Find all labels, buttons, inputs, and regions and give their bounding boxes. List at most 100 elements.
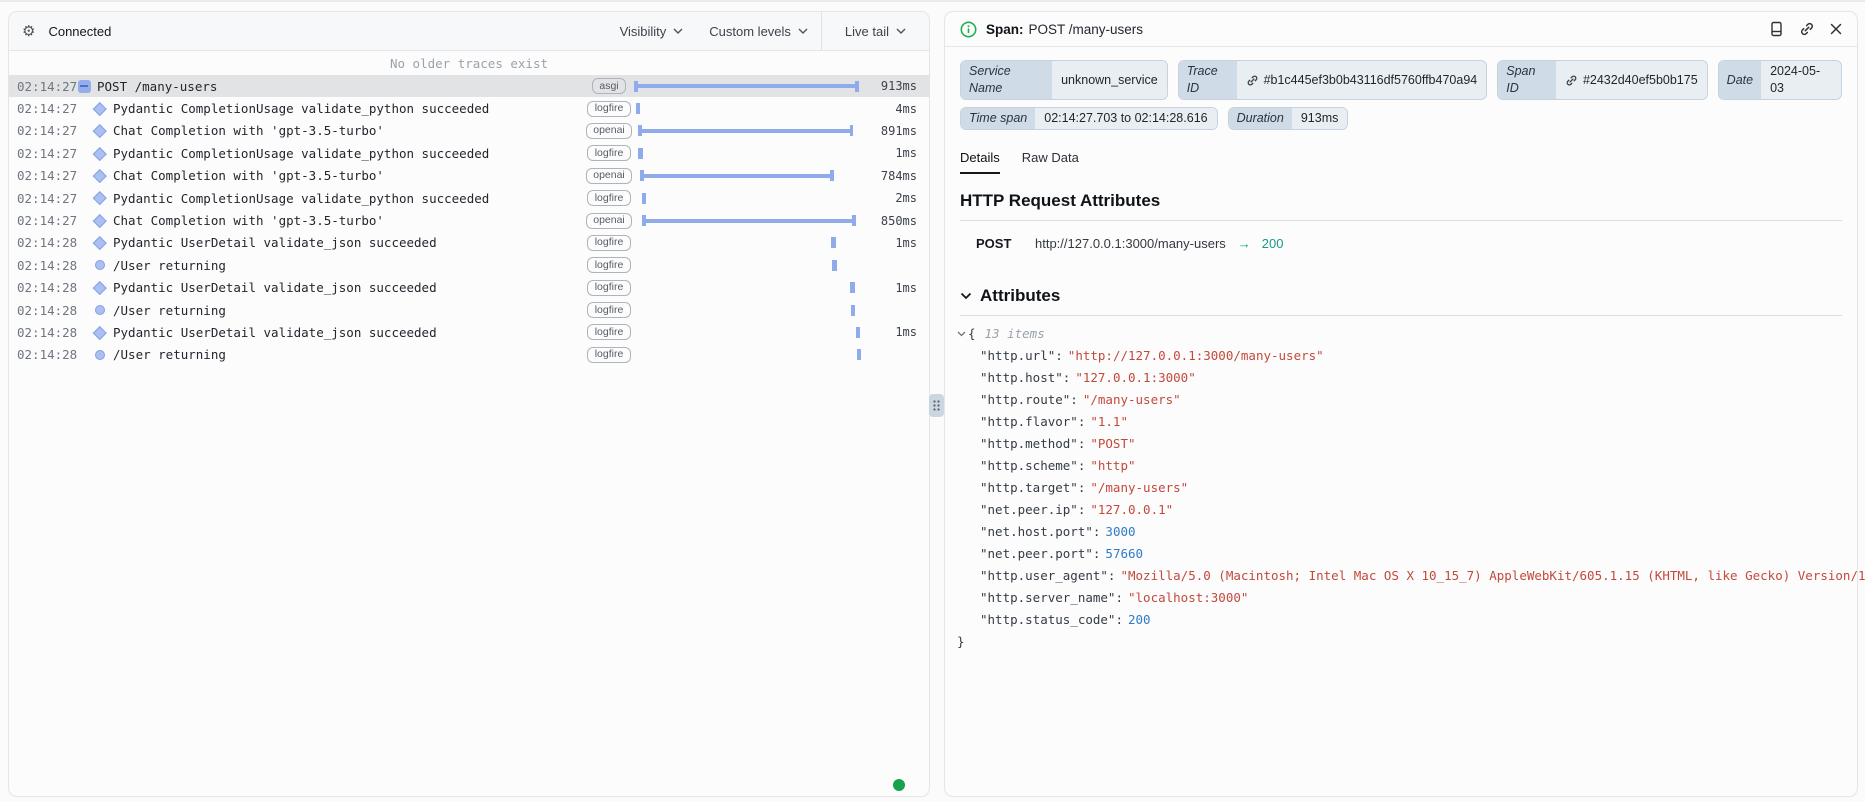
copy-link-icon[interactable] [1799, 21, 1815, 37]
duration-badge: Duration 913ms [1227, 107, 1349, 130]
duration-bar-track [635, 209, 859, 231]
attr-key: "http.host": [980, 370, 1071, 385]
connection-status: Connected [48, 23, 112, 39]
duration-label: 850ms [880, 213, 917, 228]
duration-label: 784ms [880, 168, 917, 183]
trace-list-panel: ⚙ Connected Visibility Custom levels Liv… [8, 11, 930, 797]
tab-raw-data[interactable]: Raw Data [1021, 150, 1079, 165]
scope-tag: openai [585, 122, 633, 139]
chevron-down-icon [960, 292, 972, 300]
badge-value: 02:14:27.703 to 02:14:28.616 [1044, 111, 1208, 125]
custom-levels-dropdown[interactable]: Custom levels [696, 24, 821, 39]
attr-value: "http" [1090, 458, 1136, 473]
trace-timestamp: 02:14:28 [17, 280, 78, 296]
duration-bar-track [634, 75, 859, 97]
attr-value: "127.0.0.1" [1090, 502, 1174, 517]
span-meta-badges: Service Name unknown_service Trace ID #b… [945, 47, 1857, 130]
duration-bar-track [635, 277, 859, 299]
trace-timestamp: 02:14:27 [17, 123, 78, 139]
trace-label: /User returning [113, 302, 226, 318]
custom-levels-label: Custom levels [709, 23, 791, 39]
trace-row[interactable]: 02:14:28 /User returning logfire [9, 344, 929, 366]
badge-value: unknown_service [1061, 72, 1158, 87]
attribute-line: "http.route":"/many-users" [957, 389, 1842, 411]
trace-timestamp: 02:14:27 [17, 213, 78, 229]
close-brace: } [957, 634, 965, 649]
trace-row[interactable]: 02:14:28 Pydantic UserDetail validate_js… [9, 321, 929, 343]
items-count: 13 items [984, 326, 1045, 341]
duration-label: 891ms [880, 123, 917, 138]
panel-resize-handle[interactable] [929, 394, 944, 417]
badge-value: 913ms [1300, 111, 1339, 125]
attr-key: "http.user_agent": [980, 568, 1116, 583]
close-icon[interactable] [1830, 23, 1842, 35]
span-title: POST /many-users [1028, 21, 1144, 37]
scope-tag: logfire [587, 302, 631, 319]
attr-value: "/many-users" [1090, 480, 1189, 495]
span-id-badge: Span ID #2432d40ef5b0b175 [1497, 60, 1708, 100]
attr-key: "net.peer.ip": [980, 502, 1086, 517]
attribute-line: "http.scheme":"http" [957, 455, 1842, 477]
trace-row[interactable]: 02:14:27 Chat Completion with 'gpt-3.5-t… [9, 209, 929, 231]
grip-dots-icon [933, 400, 940, 411]
collapse-json-icon[interactable] [957, 331, 966, 337]
attr-key: "http.status_code": [980, 612, 1123, 627]
scope-tag: logfire [587, 346, 631, 363]
trace-row[interactable]: 02:14:27 Chat Completion with 'gpt-3.5-t… [9, 120, 929, 142]
trace-row[interactable]: 02:14:27 Chat Completion with 'gpt-3.5-t… [9, 165, 929, 187]
duration-label: 4ms [895, 101, 917, 116]
span-kind-icon [91, 165, 109, 187]
trace-label: Chat Completion with 'gpt-3.5-turbo' [113, 168, 384, 184]
trace-label: /User returning [113, 257, 226, 273]
trace-row[interactable]: 02:14:28 Pydantic UserDetail validate_js… [9, 277, 929, 299]
scope-tag: openai [585, 167, 633, 184]
attribute-line: "http.host": "127.0.0.1:3000" [957, 367, 1842, 389]
duration-bar-track [635, 232, 859, 254]
trace-row[interactable]: 02:14:27 Pydantic CompletionUsage valida… [9, 142, 929, 164]
log-kind-icon [91, 254, 109, 276]
tab-details[interactable]: Details [960, 150, 1000, 174]
scope-tag: logfire [587, 234, 631, 251]
visibility-dropdown[interactable]: Visibility [607, 24, 697, 39]
trace-row[interactable]: 02:14:28 /User returning logfire [9, 254, 929, 276]
trace-row[interactable]: 02:14:27 POST /many-users asgi 913ms [9, 75, 929, 98]
http-request-attributes-heading: HTTP Request Attributes [960, 191, 1161, 210]
duration-label: 1ms [895, 235, 917, 250]
live-tail-dropdown[interactable]: Live tail [820, 12, 929, 50]
details-tabs: Details Raw Data [945, 137, 1857, 174]
trace-row[interactable]: 02:14:28 Pydantic UserDetail validate_js… [9, 232, 929, 254]
badge-label: Time span [961, 108, 1036, 129]
trace-label: /User returning [113, 347, 226, 363]
attr-value: "1.1" [1090, 414, 1128, 429]
attributes-section-header[interactable]: Attributes [960, 286, 1842, 306]
badge-value: #b1c445ef3b0b43116df5760ffb470a94 [1263, 72, 1478, 87]
trace-timestamp: 02:14:27 [17, 101, 78, 117]
arrow-right-icon: → [1237, 236, 1251, 251]
scope-tag: logfire [587, 257, 631, 274]
attr-key: "http.url": [980, 348, 1063, 363]
scope-tag: asgi [591, 78, 627, 95]
trace-list-header: ⚙ Connected Visibility Custom levels Liv… [9, 12, 929, 51]
attribute-line: "http.server_name":"localhost:3000" [957, 587, 1842, 609]
collapse-toggle-icon[interactable] [75, 75, 93, 97]
date-badge: Date 2024-05-03 [1717, 60, 1842, 100]
attr-value: "Mozilla/5.0 (Macintosh; Intel Mac OS X … [1120, 568, 1865, 583]
trace-row[interactable]: 02:14:27 Pydantic CompletionUsage valida… [9, 97, 929, 119]
trace-row[interactable]: 02:14:27 Pydantic CompletionUsage valida… [9, 187, 929, 209]
attr-key: "http.target": [980, 480, 1086, 495]
gear-icon[interactable]: ⚙ [22, 22, 36, 40]
attr-value: "127.0.0.1:3000" [1075, 370, 1196, 385]
time-span-badge: Time span 02:14:27.703 to 02:14:28.616 [960, 107, 1218, 130]
attr-key: "http.method": [980, 436, 1086, 451]
dock-panel-icon[interactable] [1769, 21, 1784, 37]
badge-label: Service Name [961, 61, 1053, 99]
attr-key: "net.host.port": [980, 524, 1101, 539]
trace-id-badge: Trace ID #b1c445ef3b0b43116df5760ffb470a… [1177, 60, 1488, 100]
link-icon [1247, 75, 1257, 85]
badge-label: Duration [1228, 108, 1292, 129]
trace-row[interactable]: 02:14:28 /User returning logfire [9, 299, 929, 321]
duration-bar-track [635, 299, 859, 321]
trace-timestamp: 02:14:28 [17, 257, 78, 273]
trace-timestamp: 02:14:28 [17, 302, 78, 318]
duration-label: 1ms [895, 280, 917, 295]
